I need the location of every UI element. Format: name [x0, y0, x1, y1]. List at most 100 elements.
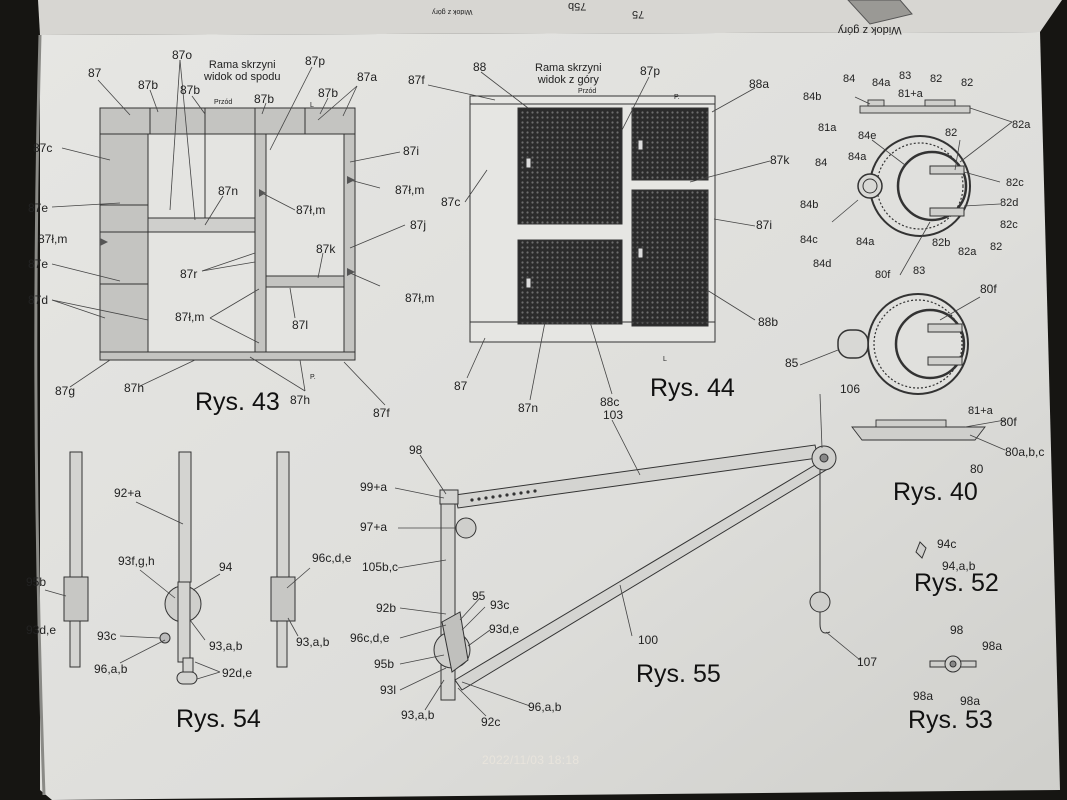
label-93c-55: 93c: [490, 598, 510, 612]
rys43-header-line2: widok od spodu: [204, 71, 281, 84]
prev-page-view-label: Widok z góry: [838, 24, 902, 36]
label-93ab-54-1: 93,a,b: [209, 639, 243, 653]
rys44-header-line2: widok z góry: [537, 74, 599, 87]
label-80abc: 80a,b,c: [1005, 445, 1045, 459]
label-87l: 87l: [292, 318, 309, 332]
rys43-header-line1: Rama skrzyni: [208, 59, 276, 71]
rys43-front-tag: Przód: [214, 99, 233, 106]
label-87p: 87p: [305, 54, 326, 68]
label-87n: 87n: [218, 184, 239, 198]
label-92de: 92d,e: [222, 666, 253, 680]
label-97a: 97+a: [360, 520, 388, 534]
label-96ab-54: 96,a,b: [94, 662, 128, 676]
label-87b-2: 87b: [180, 83, 201, 97]
label-88: 88: [473, 60, 487, 74]
label-92c: 92c: [481, 715, 501, 729]
label-82-top-2: 82: [961, 77, 974, 89]
rys40-hatch-side: [851, 419, 986, 441]
rys54-parts: [63, 451, 296, 685]
prev-page-number-75b: 75b: [568, 0, 587, 12]
label-80: 80: [970, 462, 984, 476]
label-80f-side: 80f: [1000, 415, 1017, 429]
rys43-header: Rama skrzyni widok od spodu: [204, 59, 280, 83]
label-94-54: 94: [219, 560, 233, 574]
label-93c-54: 93c: [97, 629, 117, 643]
label-93ab-55: 93,a,b: [401, 708, 435, 722]
label-96cde-54: 96c,d,e: [312, 551, 352, 565]
label-82a-right: 82a: [1012, 119, 1031, 131]
label-98-53: 98: [950, 623, 964, 637]
label-93l: 93l: [380, 683, 397, 697]
label-87-44: 87: [454, 379, 468, 393]
label-87lm-3: 87ł,m: [38, 232, 68, 246]
rys40-caption: Rys. 40: [893, 478, 978, 506]
label-87p-44: 87p: [640, 64, 661, 78]
label-80f-low: 80f: [875, 269, 891, 281]
label-87f-44: 87f: [408, 73, 425, 87]
label-82-low: 82: [990, 241, 1003, 253]
rys52-caption: Rys. 52: [914, 569, 999, 597]
label-84b-top: 84b: [803, 91, 822, 103]
rys53-caption: Rys. 53: [908, 706, 993, 734]
label-96ab-55: 96,a,b: [528, 700, 562, 714]
label-82d: 82d: [1000, 197, 1019, 209]
label-84d: 84d: [813, 258, 832, 270]
label-93de-55: 93d,e: [489, 622, 520, 636]
label-81a-side: 81+a: [968, 405, 993, 417]
label-94c: 94c: [937, 537, 957, 551]
label-84a-top: 84a: [872, 77, 891, 89]
label-85: 85: [785, 356, 799, 370]
rys44-leaders: [427, 71, 771, 401]
label-83-top: 83: [899, 70, 912, 82]
rys40-hatch-lower: [837, 293, 969, 395]
rys40-hatch-top: [859, 99, 971, 114]
label-87n-44: 87n: [518, 401, 539, 415]
label-103: 103: [603, 408, 624, 422]
label-87j: 87j: [410, 218, 427, 232]
label-96cde-55: 96c,d,e: [350, 631, 390, 645]
label-87e-2: 87e: [28, 257, 49, 271]
label-87h-2: 87h: [290, 393, 311, 407]
label-83-low: 83: [913, 265, 926, 277]
label-82c-2: 82c: [1000, 219, 1018, 231]
rys54-leaders: [44, 501, 311, 680]
label-82-mid: 82: [945, 127, 958, 139]
rys43-frame: [99, 107, 356, 361]
label-84b-mid: 84b: [800, 199, 819, 211]
label-93ab-54-2: 93,a,b: [296, 635, 330, 649]
label-95b-55: 95b: [374, 657, 395, 671]
label-87: 87: [88, 66, 102, 80]
label-82-top-1: 82: [930, 73, 943, 85]
rys40-hatch-main: [857, 135, 971, 237]
label-82a-low: 82a: [958, 246, 977, 258]
label-87b-1: 87b: [138, 78, 159, 92]
label-82c-1: 82c: [1006, 177, 1024, 189]
label-81a-top: 81+a: [898, 88, 923, 100]
label-87o: 87o: [172, 48, 193, 62]
rys55-caption: Rys. 55: [636, 660, 721, 688]
label-105bc: 105b,c: [362, 560, 399, 574]
label-94ab: 94,a,b: [942, 559, 976, 573]
label-80f-ring: 80f: [980, 282, 997, 296]
label-100: 100: [638, 633, 659, 647]
rys44-frame: [469, 95, 716, 343]
label-87h-1: 87h: [124, 381, 145, 395]
label-87a: 87a: [357, 70, 378, 84]
previous-page-sheet: [38, 0, 1062, 35]
rys55-crane: [433, 444, 837, 701]
rys43-caption: Rys. 43: [195, 388, 280, 416]
rys44-p-tag: P.: [674, 94, 680, 101]
label-84-mid: 84: [815, 157, 828, 169]
label-84-top: 84: [843, 73, 856, 85]
rys43-arrows: [100, 176, 355, 276]
rys44-l-tag: L: [663, 356, 667, 363]
rys43-l-tag: L: [310, 102, 314, 109]
label-84c: 84c: [800, 234, 818, 246]
label-87e-1: 87e: [28, 201, 49, 215]
label-98a-3: 98a: [960, 694, 981, 708]
label-92a: 92+a: [114, 486, 142, 500]
label-84a-mid: 84a: [848, 151, 867, 163]
label-87k: 87k: [316, 242, 336, 256]
rys43-leaders: [51, 59, 406, 406]
